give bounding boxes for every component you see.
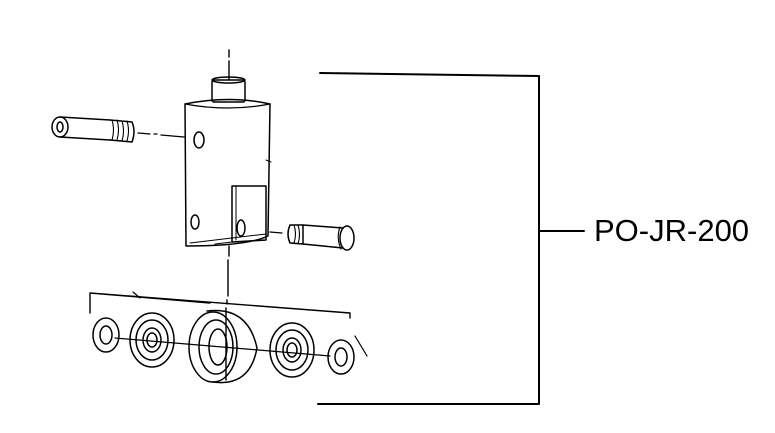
cross-hole [193,131,205,149]
upper-pin [51,116,135,143]
lower-pin-axis [269,231,283,234]
right-bearing [269,322,315,378]
left-bearing [129,312,175,368]
lower-hole [190,214,200,230]
part-number-label: PO-JR-200 [594,213,750,248]
clevis-tab [231,185,267,243]
lower-pin [287,224,355,251]
center-roller [188,309,258,384]
roller-frame [89,291,368,357]
roller-axis [114,337,331,357]
right-washer [327,339,355,375]
main-body [184,76,272,247]
top-spigot [211,79,246,103]
assembly-bracket [317,72,540,405]
upper-pin-axis [137,132,185,138]
left-washer [92,317,120,353]
